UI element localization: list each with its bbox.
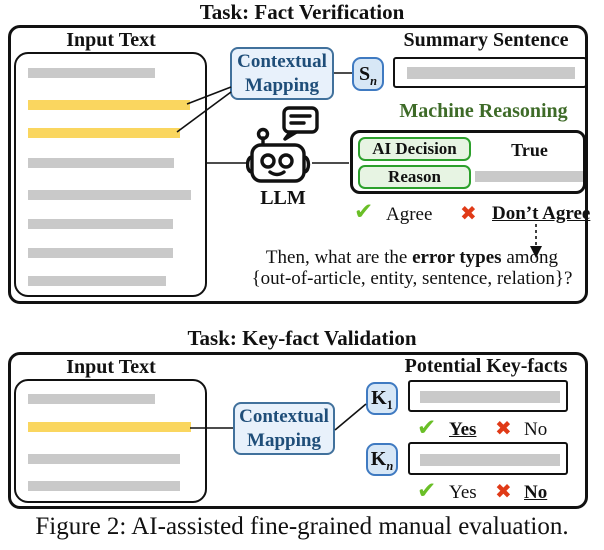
no-label-2: No — [524, 482, 548, 503]
speech-bubble-icon — [282, 106, 319, 134]
check-icon: ✔ — [417, 415, 437, 441]
robot-eye-icon — [278, 153, 294, 169]
no-label-1: No — [524, 419, 548, 440]
highlighted-text-line — [28, 128, 180, 138]
figure-caption: Figure 2: AI-assisted fine-grained manua… — [35, 513, 569, 540]
ai-decision-chip: AI Decision — [358, 137, 471, 161]
dont-agree-label: Don’t Agree — [492, 203, 591, 224]
summary-sentence-box — [393, 57, 587, 88]
key-fact-box-1 — [408, 380, 568, 412]
highlighted-text-line — [28, 100, 190, 110]
text-line-placeholder — [28, 481, 180, 491]
contextual-mapping-line2: Mapping — [247, 429, 321, 451]
input-document — [14, 52, 207, 297]
robot-smile-icon — [268, 170, 286, 177]
ai-decision-label: AI Decision — [372, 139, 457, 158]
key-fact-box-2 — [408, 442, 568, 475]
input-document-2 — [14, 379, 207, 503]
s-n-label: Sn — [358, 62, 378, 88]
machine-reasoning-box: AI Decision True Reason — [350, 130, 586, 194]
reason-label: Reason — [388, 167, 441, 186]
contextual-mapping-line1: Contextual — [237, 50, 327, 72]
cross-icon: ✖ — [460, 201, 477, 225]
text-line-placeholder — [28, 68, 155, 78]
text-line-placeholder — [28, 454, 180, 464]
summary-text-placeholder — [407, 67, 575, 79]
input-text-heading: Input Text — [66, 29, 156, 51]
text-line-placeholder — [28, 190, 191, 200]
reason-text-placeholder — [475, 171, 583, 182]
agree-label: Agree — [386, 204, 433, 225]
check-icon: ✔ — [417, 478, 437, 504]
highlighted-text-line — [28, 422, 191, 432]
text-line-placeholder — [28, 276, 166, 286]
text-line-placeholder — [28, 394, 155, 404]
summary-sentence-heading: Summary Sentence — [403, 29, 569, 51]
input-text-heading-2: Input Text — [66, 356, 156, 378]
contextual-mapping-line2: Mapping — [245, 74, 319, 96]
robot-eye-icon — [260, 153, 276, 169]
k1-chip: K1 — [366, 382, 398, 415]
summary-sentence-chip: Sn — [352, 57, 384, 91]
key-fact-validation-title: Task: Key-fact Validation — [187, 326, 417, 350]
yes-label-1: Yes — [449, 419, 477, 440]
potential-key-facts-heading: Potential Key-facts — [404, 355, 568, 377]
yes-label-2: Yes — [449, 482, 477, 503]
robot-icon — [246, 106, 319, 183]
check-icon: ✔ — [354, 199, 374, 225]
llm-label: LLM — [260, 187, 306, 209]
text-line-placeholder — [28, 219, 173, 229]
error-types-question: Then, what are the error types among {ou… — [232, 247, 592, 289]
fact-verification-title: Task: Fact Verification — [199, 0, 405, 24]
key-fact-text-placeholder — [420, 454, 560, 466]
text-line-placeholder — [28, 248, 173, 258]
contextual-mapping-box: Contextual Mapping — [230, 47, 334, 100]
key-fact-text-placeholder — [420, 391, 560, 403]
kn-label: Kn — [370, 448, 394, 473]
question-line2: {out-of-article, entity, sentence, relat… — [251, 268, 573, 289]
text-line-placeholder — [28, 158, 174, 168]
decision-value: True — [511, 140, 548, 160]
contextual-mapping-line1: Contextual — [239, 405, 329, 427]
contextual-mapping-box-2: Contextual Mapping — [233, 402, 335, 455]
cross-icon: ✖ — [495, 416, 512, 440]
kn-chip: Kn — [366, 443, 398, 476]
question-line1: Then, what are the error types among — [265, 247, 559, 268]
k1-label: K1 — [371, 387, 393, 412]
machine-reasoning-heading: Machine Reasoning — [399, 100, 568, 122]
reason-chip: Reason — [358, 165, 471, 189]
cross-icon: ✖ — [495, 479, 512, 503]
